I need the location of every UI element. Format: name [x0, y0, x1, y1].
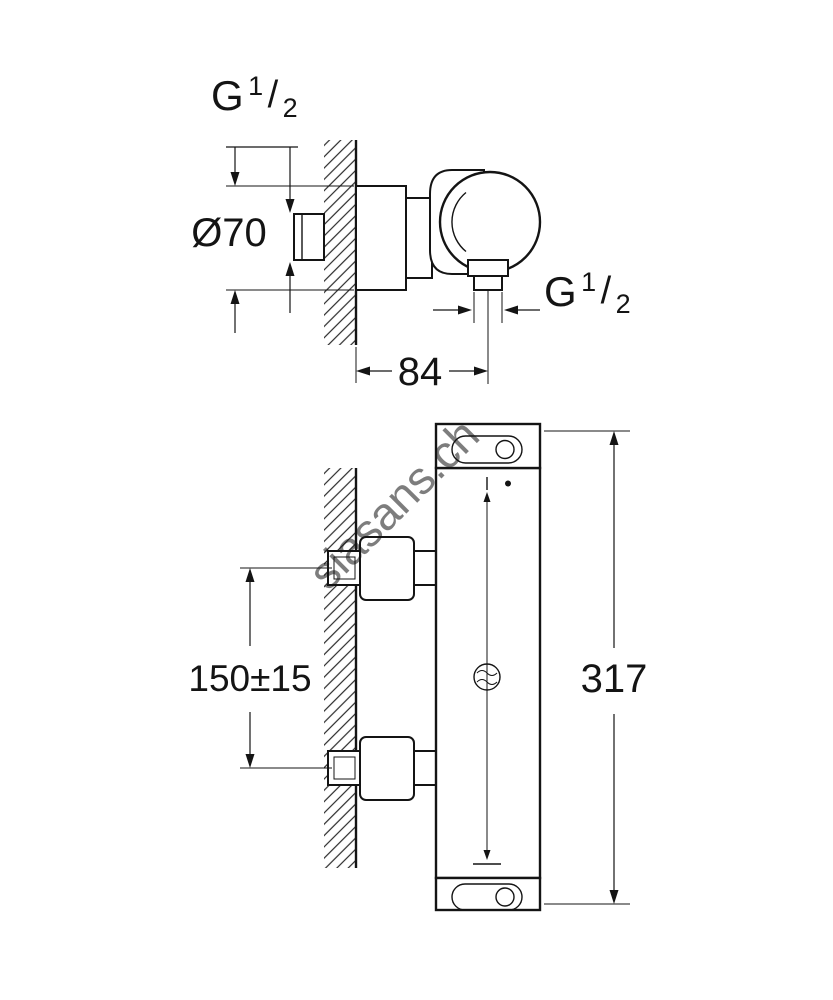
outlet-fitting — [467, 259, 509, 291]
handle-knob — [438, 170, 542, 274]
upper-union — [327, 536, 438, 601]
bottom-handle-cap — [434, 876, 542, 912]
escutcheon-side — [355, 185, 407, 291]
handle-inner-arc — [451, 191, 467, 253]
arrow-right-icon — [458, 305, 472, 315]
dim-depth-84 — [355, 347, 488, 383]
valve-neck — [405, 197, 433, 279]
side-view: G 1 / 2 Ø70 G 1 / 2 84 — [191, 71, 630, 394]
arrow-up-icon — [285, 262, 295, 276]
arrow-down-icon — [245, 754, 255, 768]
arrow-down-icon — [230, 172, 240, 186]
arrow-down-icon — [285, 199, 295, 213]
arrow-up-icon — [230, 290, 240, 304]
front-view: 150±15 317 — [188, 422, 648, 912]
dim-outlet-thread — [433, 292, 540, 323]
lower-union — [327, 736, 438, 801]
dim-label-height: 317 — [581, 657, 648, 701]
top-handle-cap — [434, 422, 542, 470]
inlet-nut — [293, 213, 325, 261]
brand-logo-icon — [473, 663, 501, 691]
arrow-up-icon — [483, 492, 491, 502]
scale-marks — [473, 477, 511, 865]
bottom-handle-grip — [451, 883, 523, 911]
arrow-left-icon — [504, 305, 518, 315]
dim-inlet-thread — [226, 146, 354, 333]
dim-label-spacing: 150±15 — [188, 658, 311, 699]
dim-height-317 — [544, 430, 630, 905]
arrow-up-icon — [609, 431, 619, 445]
thermostat-body — [434, 466, 542, 880]
wall-hatch-front — [324, 468, 356, 868]
dim-spacing-150 — [240, 567, 332, 769]
arrow-right-icon — [474, 366, 488, 376]
dim-label-depth: 84 — [398, 350, 443, 394]
arrow-down-icon — [609, 890, 619, 904]
wall-hatch-side — [324, 140, 356, 345]
arrow-down-icon — [483, 850, 491, 860]
top-handle-grip — [451, 435, 523, 464]
arrow-left-icon — [356, 366, 370, 376]
dim-label-outlet-thread: G 1 / 2 — [544, 267, 631, 319]
dim-label-inlet-thread: G 1 / 2 — [211, 71, 298, 123]
arrow-up-icon — [245, 568, 255, 582]
dim-label-diameter: Ø70 — [191, 211, 267, 255]
